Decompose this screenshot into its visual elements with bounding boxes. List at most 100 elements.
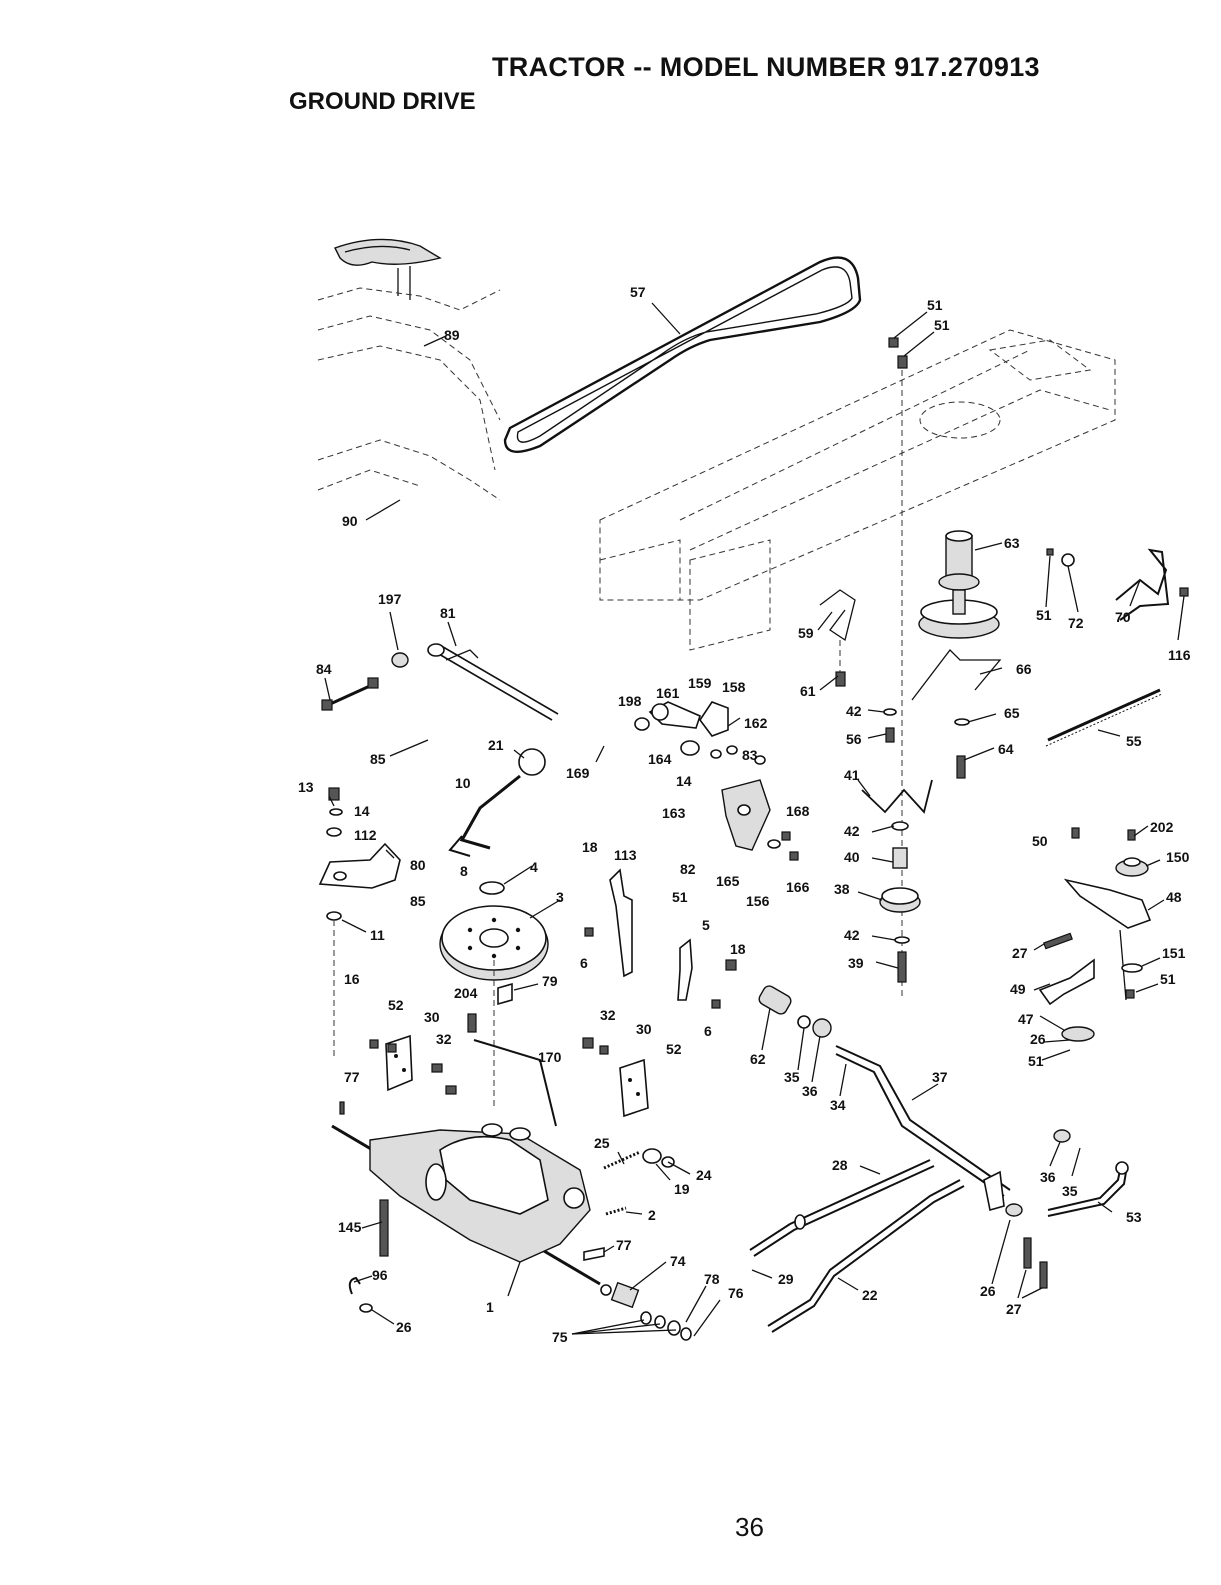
callout-28: 28 bbox=[832, 1157, 848, 1173]
callout-18: 18 bbox=[730, 941, 746, 957]
callout-25: 25 bbox=[594, 1135, 610, 1151]
pin-96-part bbox=[348, 1276, 373, 1313]
callout-65: 65 bbox=[1004, 705, 1020, 721]
callout-164: 164 bbox=[648, 751, 672, 767]
callout-6: 6 bbox=[704, 1023, 712, 1039]
callout-82: 82 bbox=[680, 861, 696, 877]
callout-1: 1 bbox=[486, 1299, 494, 1315]
callout-36: 36 bbox=[802, 1083, 818, 1099]
callout-59: 59 bbox=[798, 625, 814, 641]
control-bracket-165-part bbox=[634, 701, 799, 861]
callout-78: 78 bbox=[704, 1271, 720, 1287]
callout-158: 158 bbox=[722, 679, 746, 695]
bracket-113-part bbox=[584, 868, 737, 1009]
clip-59-part bbox=[819, 589, 856, 687]
callout-27: 27 bbox=[1012, 945, 1028, 961]
callout-169: 169 bbox=[566, 765, 590, 781]
pulley-63-part bbox=[918, 530, 1000, 639]
callout-96: 96 bbox=[372, 1267, 388, 1283]
callout-42: 42 bbox=[846, 703, 862, 719]
rod-84-part bbox=[321, 677, 379, 711]
callout-55: 55 bbox=[1126, 733, 1142, 749]
section-title: GROUND DRIVE bbox=[289, 88, 476, 115]
callout-22: 22 bbox=[862, 1287, 878, 1303]
callout-4: 4 bbox=[530, 859, 538, 875]
callout-40: 40 bbox=[844, 849, 860, 865]
callout-36: 36 bbox=[1040, 1169, 1056, 1185]
callout-162: 162 bbox=[744, 715, 768, 731]
spring-55-part bbox=[1045, 688, 1163, 747]
callout-26: 26 bbox=[980, 1283, 996, 1299]
callout-47: 47 bbox=[1018, 1011, 1034, 1027]
callout-21: 21 bbox=[488, 737, 504, 753]
callout-85: 85 bbox=[370, 751, 386, 767]
callout-83: 83 bbox=[742, 747, 758, 763]
seat-pan-part bbox=[334, 238, 442, 300]
callout-35: 35 bbox=[784, 1069, 800, 1085]
callout-39: 39 bbox=[848, 955, 864, 971]
callout-151: 151 bbox=[1162, 945, 1186, 961]
callout-37: 37 bbox=[932, 1069, 948, 1085]
page-title: TRACTOR -- MODEL NUMBER 917.270913 bbox=[492, 52, 1040, 82]
mounting-plate-left-part bbox=[369, 1034, 457, 1095]
callout-29: 29 bbox=[778, 1271, 794, 1287]
callout-161: 161 bbox=[656, 685, 680, 701]
callout-85: 85 bbox=[410, 893, 426, 909]
callout-42: 42 bbox=[844, 823, 860, 839]
callout-18: 18 bbox=[582, 839, 598, 855]
callout-52: 52 bbox=[388, 997, 404, 1013]
callout-77: 77 bbox=[344, 1069, 360, 1085]
callout-56: 56 bbox=[846, 731, 862, 747]
callout-72: 72 bbox=[1068, 615, 1084, 631]
callout-61: 61 bbox=[800, 683, 816, 699]
mounting-plate-right-part bbox=[582, 1037, 649, 1118]
callout-77: 77 bbox=[616, 1237, 632, 1253]
callout-70: 70 bbox=[1115, 609, 1131, 625]
callout-13: 13 bbox=[298, 779, 314, 795]
callout-145: 145 bbox=[338, 1219, 362, 1235]
idler-stack-part bbox=[861, 708, 933, 983]
bracket-80-part bbox=[318, 787, 401, 1060]
callout-10: 10 bbox=[455, 775, 471, 791]
callout-51: 51 bbox=[1160, 971, 1176, 987]
callout-8: 8 bbox=[460, 863, 468, 879]
callout-2: 2 bbox=[648, 1207, 656, 1223]
callout-3: 3 bbox=[556, 889, 564, 905]
cross-shaft-part bbox=[835, 1045, 1011, 1212]
drive-belt-part bbox=[503, 256, 862, 453]
gear-lever-part bbox=[448, 748, 546, 857]
spring-25-part bbox=[583, 1148, 675, 1261]
callout-198: 198 bbox=[618, 693, 642, 709]
callout-26: 26 bbox=[396, 1319, 412, 1335]
callout-90: 90 bbox=[342, 513, 358, 529]
callout-63: 63 bbox=[1004, 535, 1020, 551]
arm-66-part bbox=[911, 649, 1002, 779]
callout-62: 62 bbox=[750, 1051, 766, 1067]
callout-170: 170 bbox=[538, 1049, 562, 1065]
callout-74: 74 bbox=[670, 1253, 686, 1269]
callout-labels: 57 51 51 89 90 63 51 72 70 116 197 81 59… bbox=[298, 284, 1191, 1345]
callout-113: 113 bbox=[614, 847, 637, 863]
callout-168: 168 bbox=[786, 803, 810, 819]
callout-64: 64 bbox=[998, 741, 1014, 757]
callout-26: 26 bbox=[1030, 1031, 1046, 1047]
callout-16: 16 bbox=[344, 971, 360, 987]
callout-66: 66 bbox=[1016, 661, 1032, 677]
callout-112: 112 bbox=[354, 827, 377, 843]
callout-52: 52 bbox=[666, 1041, 682, 1057]
callout-79: 79 bbox=[542, 973, 558, 989]
callout-150: 150 bbox=[1166, 849, 1190, 865]
callout-89: 89 bbox=[444, 327, 460, 343]
callout-49: 49 bbox=[1010, 981, 1026, 997]
callout-159: 159 bbox=[688, 675, 712, 691]
callout-116: 116 bbox=[1168, 647, 1191, 663]
callout-53: 53 bbox=[1126, 1209, 1142, 1225]
brake-rod-28-part bbox=[749, 1159, 965, 1333]
leader-lines bbox=[324, 302, 1185, 1337]
callout-35: 35 bbox=[1062, 1183, 1078, 1199]
page-number: 36 bbox=[735, 1512, 764, 1542]
callout-51: 51 bbox=[672, 889, 688, 905]
callout-14: 14 bbox=[354, 803, 370, 819]
callout-51: 51 bbox=[927, 297, 943, 313]
left-frame-outline bbox=[317, 287, 501, 501]
